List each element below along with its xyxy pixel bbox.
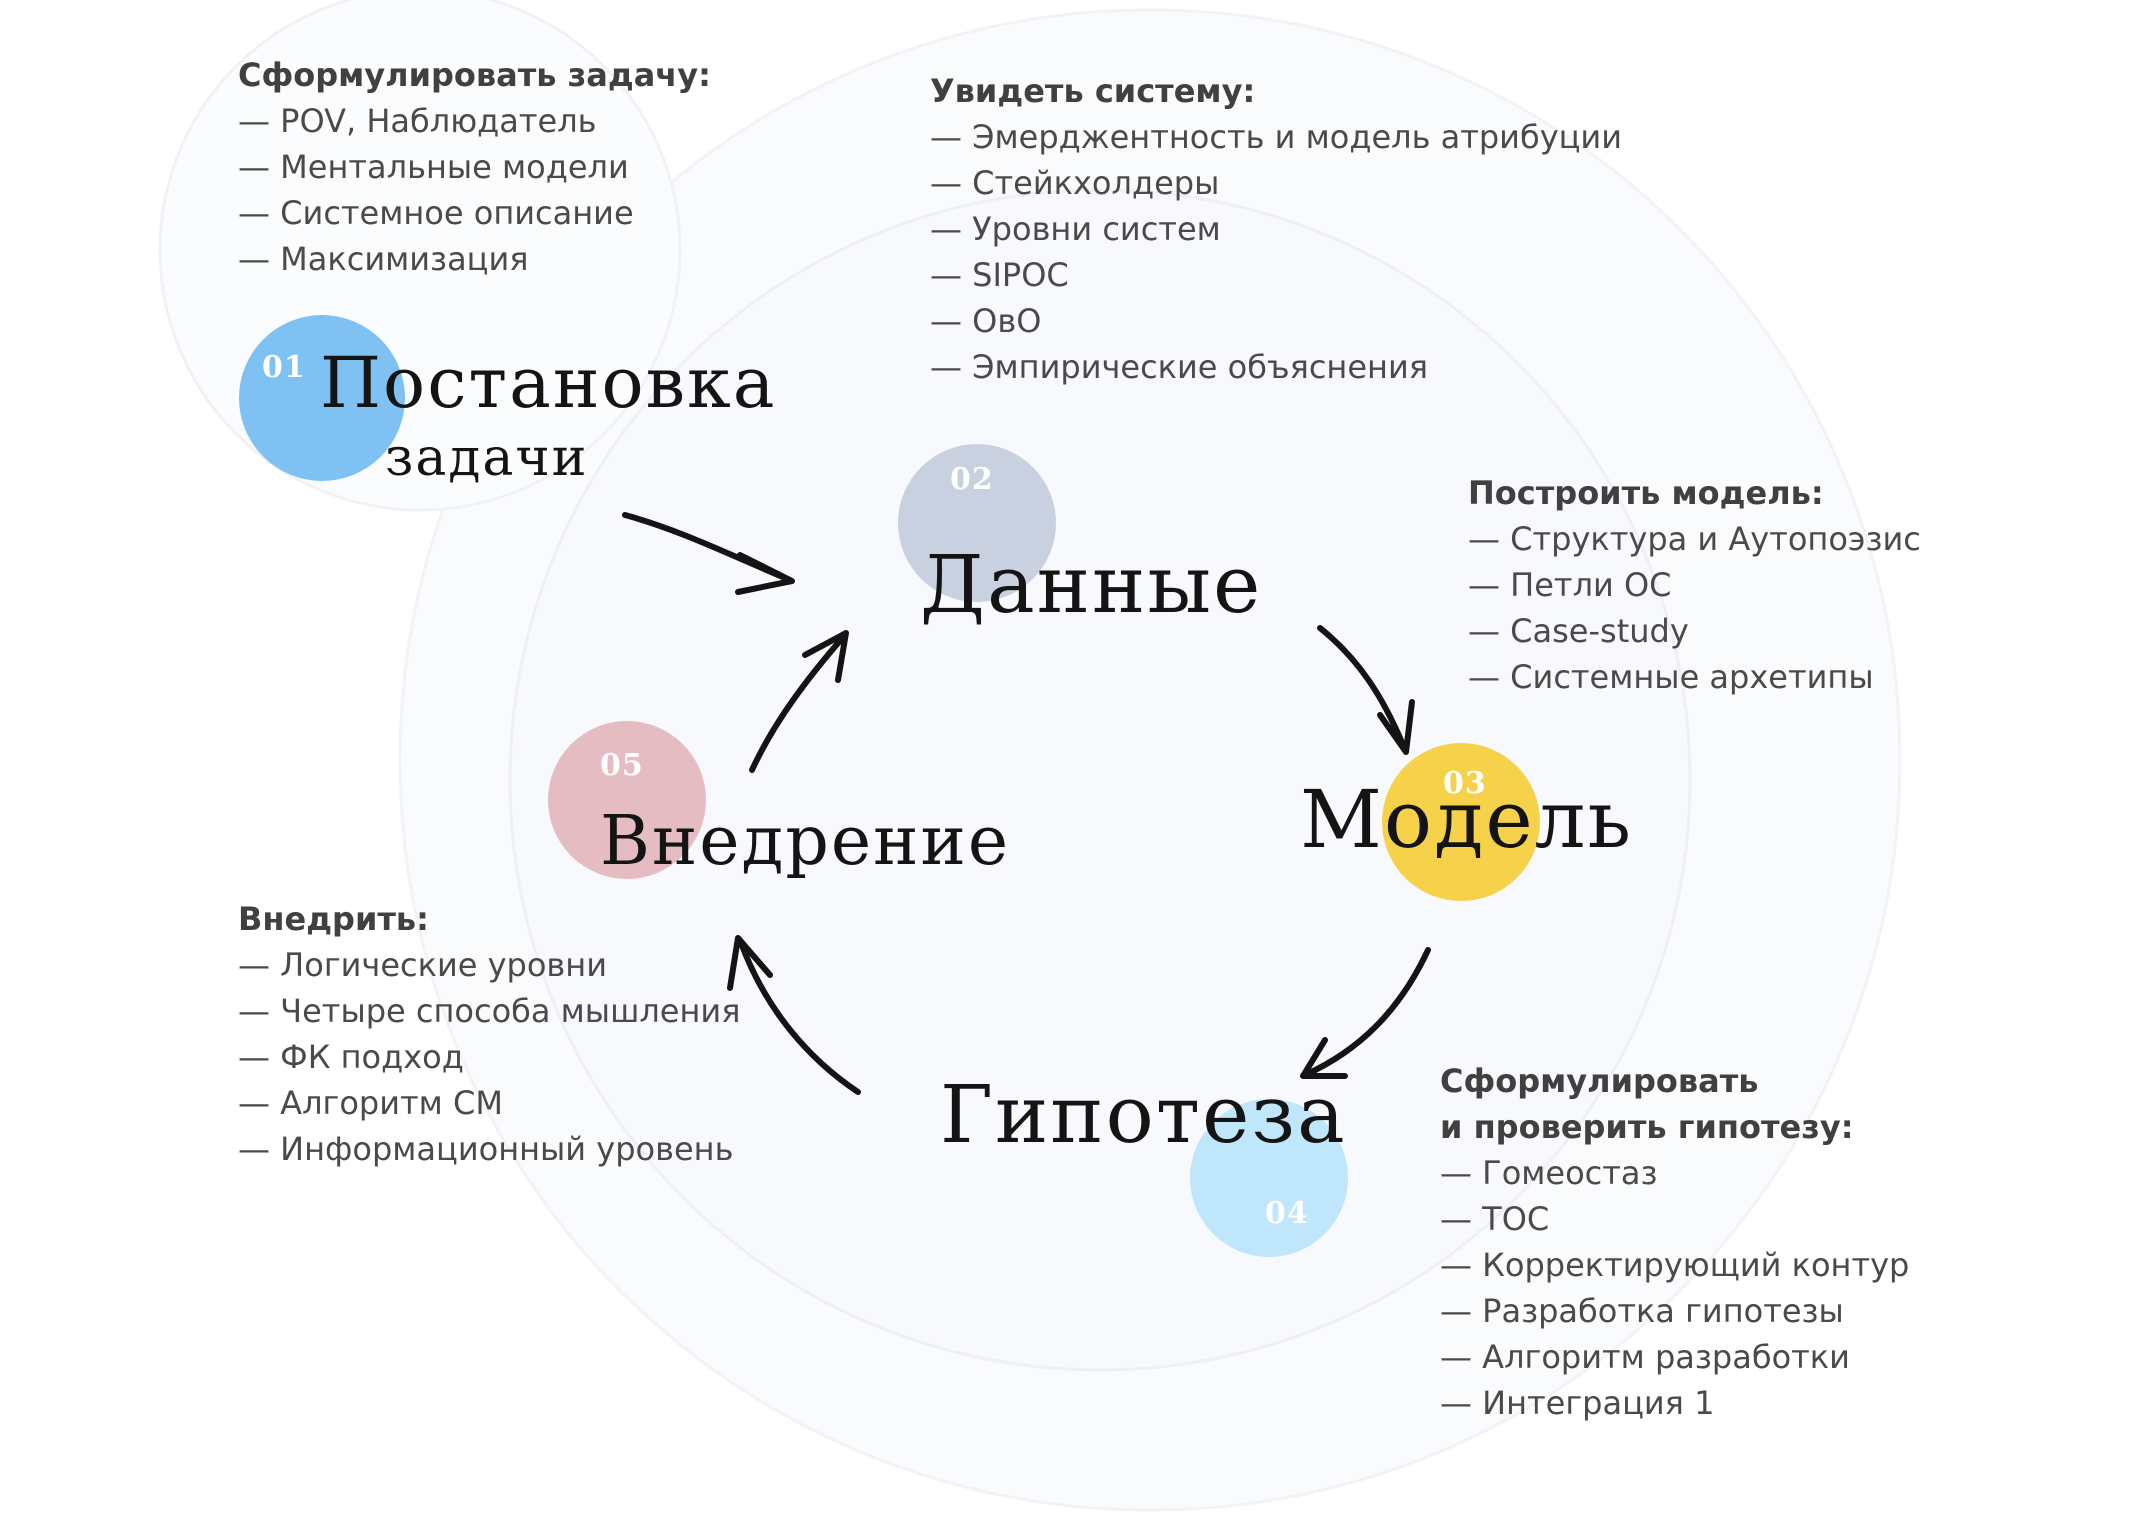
block-heading: Сформулировать задачу: <box>238 56 711 94</box>
block-see-system: Увидеть систему: — Эмерджентность и моде… <box>930 68 1650 390</box>
block-list: — POV, Наблюдатель — Ментальные модели —… <box>238 98 758 282</box>
list-item: — Case-study <box>1468 612 1689 650</box>
list-item: — Эмерджентность и модель атрибуции <box>930 118 1623 156</box>
list-item: — Максимизация <box>238 240 529 278</box>
list-item: — Системное описание <box>238 194 634 232</box>
stage-1-circle <box>239 315 405 481</box>
stage-5-label: Внедрение <box>600 802 1011 881</box>
list-item: — Петли ОС <box>1468 566 1672 604</box>
list-item: — Уровни систем <box>930 210 1221 248</box>
block-implement: Внедрить: — Логические уровни — Четыре с… <box>238 896 758 1172</box>
block-list: — Гомеостаз — ТОС — Корректирующий конту… <box>1440 1150 2080 1426</box>
arrow-1-to-2 <box>622 512 795 595</box>
block-hypothesis: Сформулировать и проверить гипотезу: — Г… <box>1440 1058 2080 1426</box>
list-item: — ТОС <box>1440 1200 1550 1238</box>
list-item: — Системные архетипы <box>1468 658 1874 696</box>
list-item: — Корректирующий контур <box>1440 1246 1910 1284</box>
arrow-4-to-5 <box>727 935 861 1095</box>
stage-2-circle <box>898 444 1056 602</box>
stage-5-number: 05 <box>600 748 644 783</box>
list-item: — Эмпирические объяснения <box>930 348 1428 386</box>
block-list: — Эмерджентность и модель атрибуции — Ст… <box>930 114 1650 390</box>
stage-2-number: 02 <box>950 462 994 497</box>
list-item: — SIPOC <box>930 256 1069 294</box>
block-formulate-task: Сформулировать задачу: — POV, Наблюдател… <box>238 52 758 282</box>
list-item: — POV, Наблюдатель <box>238 102 597 140</box>
list-item: — Гомеостаз <box>1440 1154 1658 1192</box>
stage-1-label: Постановка <box>320 342 777 424</box>
list-item: — Стейкхолдеры <box>930 164 1220 202</box>
list-item: — Интеграция 1 <box>1440 1384 1715 1422</box>
list-item: — Алгоритм разработки <box>1440 1338 1850 1376</box>
arrow-3-to-4 <box>1300 947 1431 1079</box>
stage-3-circle <box>1382 743 1540 901</box>
list-item: — Логические уровни <box>238 946 607 984</box>
stage-3-label: Модель <box>1300 773 1634 866</box>
block-list: — Структура и Аутопоэзис — Петли ОС — Ca… <box>1468 516 2108 700</box>
stage-2-label: Данные <box>920 538 1263 631</box>
list-item: — Разработка гипотезы <box>1440 1292 1844 1330</box>
block-heading: Сформулировать и проверить гипотезу: <box>1440 1062 1854 1146</box>
list-item: — Ментальные модели <box>238 148 629 186</box>
block-heading: Построить модель: <box>1468 474 1824 512</box>
list-item: — Информационный уровень <box>238 1130 734 1168</box>
arrow-5-to-2 <box>749 630 849 773</box>
list-item: — Алгоритм СМ <box>238 1084 503 1122</box>
block-heading: Внедрить: <box>238 900 429 938</box>
list-item: — ФК подход <box>238 1038 464 1076</box>
block-heading: Увидеть систему: <box>930 72 1256 110</box>
list-item: — Структура и Аутопоэзис <box>1468 520 1921 558</box>
list-item: — ОвО <box>930 302 1042 340</box>
stage-4-circle <box>1190 1099 1348 1257</box>
stage-1-label-line2: задачи <box>385 428 589 488</box>
stage-1-number: 01 <box>262 350 306 385</box>
stage-5-circle <box>548 721 706 879</box>
stage-4-number: 04 <box>1265 1196 1309 1231</box>
list-item: — Четыре способа мышления <box>238 992 741 1030</box>
block-list: — Логические уровни — Четыре способа мыш… <box>238 942 758 1172</box>
stage-4-label: Гипотеза <box>940 1068 1347 1161</box>
stage-3-number: 03 <box>1443 766 1487 801</box>
block-build-model: Построить модель: — Структура и Аутопоэз… <box>1468 470 2108 700</box>
arrow-2-to-3 <box>1317 625 1415 755</box>
